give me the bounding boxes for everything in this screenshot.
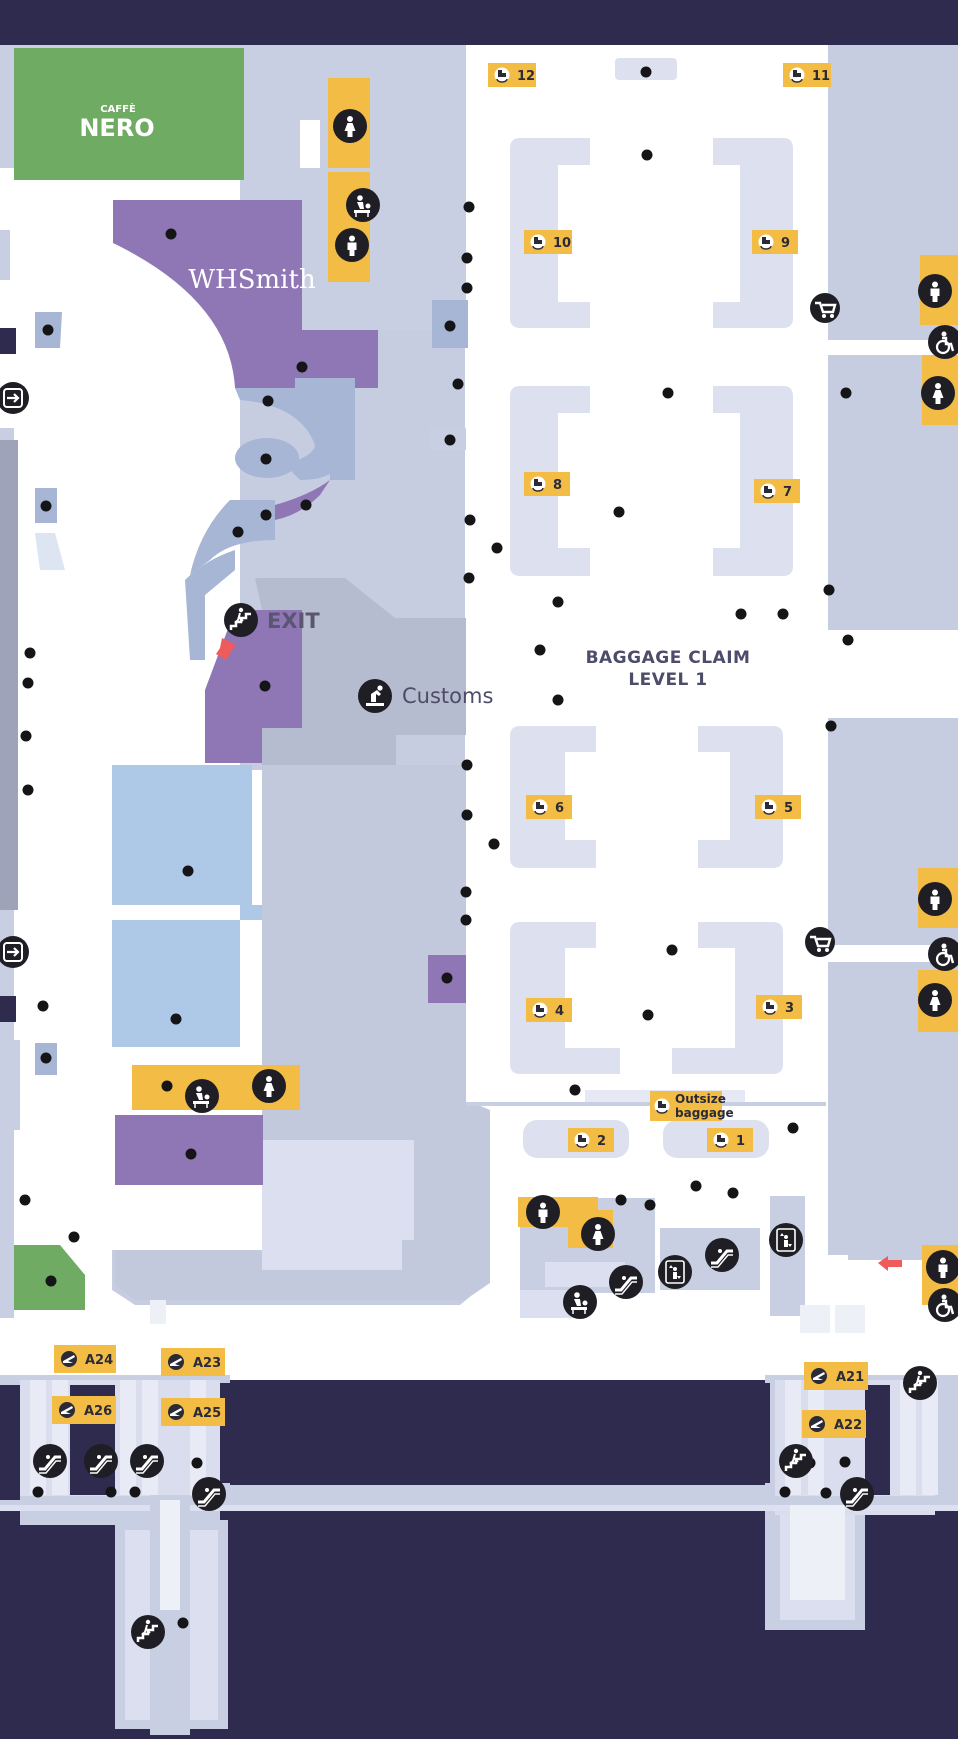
belt-tag: 6 (526, 795, 572, 819)
belt-tag: 9 (752, 230, 798, 254)
gate-tag: A24 (54, 1345, 116, 1373)
svg-text:10: 10 (553, 236, 571, 251)
belt-5-carousel (698, 726, 783, 868)
svg-text:8: 8 (553, 478, 562, 493)
customs-label: Customs (402, 684, 493, 708)
whsmith-shop (113, 200, 378, 388)
map-points (19, 66, 854, 1629)
gate-tag: A25 (161, 1398, 225, 1426)
svg-text:A21: A21 (836, 1370, 864, 1385)
facility-icons[interactable] (0, 109, 958, 1649)
outsize-baggage-icon (653, 1097, 671, 1115)
svg-text:Outsize: Outsize (675, 1092, 726, 1106)
belt-tag: 10 (524, 230, 572, 254)
shop-purple-exit (205, 610, 302, 728)
zone-title-line1: BAGGAGE CLAIM (586, 648, 751, 668)
svg-text:2: 2 (597, 1134, 606, 1149)
gate-labels: A24 A23 A26 A25 A21 A22 (52, 1345, 868, 1438)
svg-text:A25: A25 (193, 1406, 221, 1421)
svg-text:A24: A24 (85, 1353, 113, 1368)
belt-tag: 2 (568, 1128, 614, 1152)
belt-tag: 1 (707, 1128, 753, 1152)
svg-text:baggage: baggage (675, 1106, 734, 1120)
svg-text:6: 6 (555, 801, 564, 816)
gate-tag: A22 (802, 1410, 866, 1438)
svg-text:9: 9 (781, 236, 790, 251)
caffe-nero-label: NERO (79, 114, 154, 142)
exit-label: EXIT (267, 609, 320, 633)
svg-text:A23: A23 (193, 1356, 221, 1371)
svg-text:5: 5 (784, 801, 793, 816)
svg-text:11: 11 (812, 69, 830, 84)
shop-blue-1 (112, 765, 252, 905)
svg-text:1: 1 (736, 1134, 745, 1149)
zone-title-line2: LEVEL 1 (628, 670, 707, 690)
belt-tag: 3 (756, 995, 802, 1019)
belt-tag: 11 (783, 63, 831, 87)
belt-tag: 12 (488, 63, 536, 87)
belt-7-carousel (713, 386, 793, 576)
belt-tag: 4 (526, 998, 572, 1022)
belt-labels: 12 11 10 9 8 7 6 5 4 3 2 1 Outsizebaggag… (488, 63, 831, 1152)
svg-text:A22: A22 (834, 1418, 862, 1433)
gate-tag: A21 (804, 1362, 868, 1390)
belt-tag: 5 (755, 795, 801, 819)
whsmith-label: WHSmith (188, 265, 316, 295)
gate-tag: A23 (161, 1348, 225, 1376)
caffe-nero-small-label: CAFFÈ (100, 102, 136, 115)
svg-text:4: 4 (555, 1004, 564, 1019)
svg-text:7: 7 (783, 485, 792, 500)
shop-blue-2 (112, 920, 240, 1047)
belt-3-carousel (672, 922, 783, 1074)
exit-arrows (216, 638, 902, 1271)
svg-text:12: 12 (517, 69, 535, 84)
belt-tag: 7 (754, 479, 800, 503)
belt-tag: 8 (524, 472, 570, 496)
gate-tag: A26 (52, 1396, 116, 1424)
svg-text:A26: A26 (84, 1404, 112, 1419)
svg-text:3: 3 (785, 1001, 794, 1016)
caffe-nero-shop (14, 48, 244, 180)
